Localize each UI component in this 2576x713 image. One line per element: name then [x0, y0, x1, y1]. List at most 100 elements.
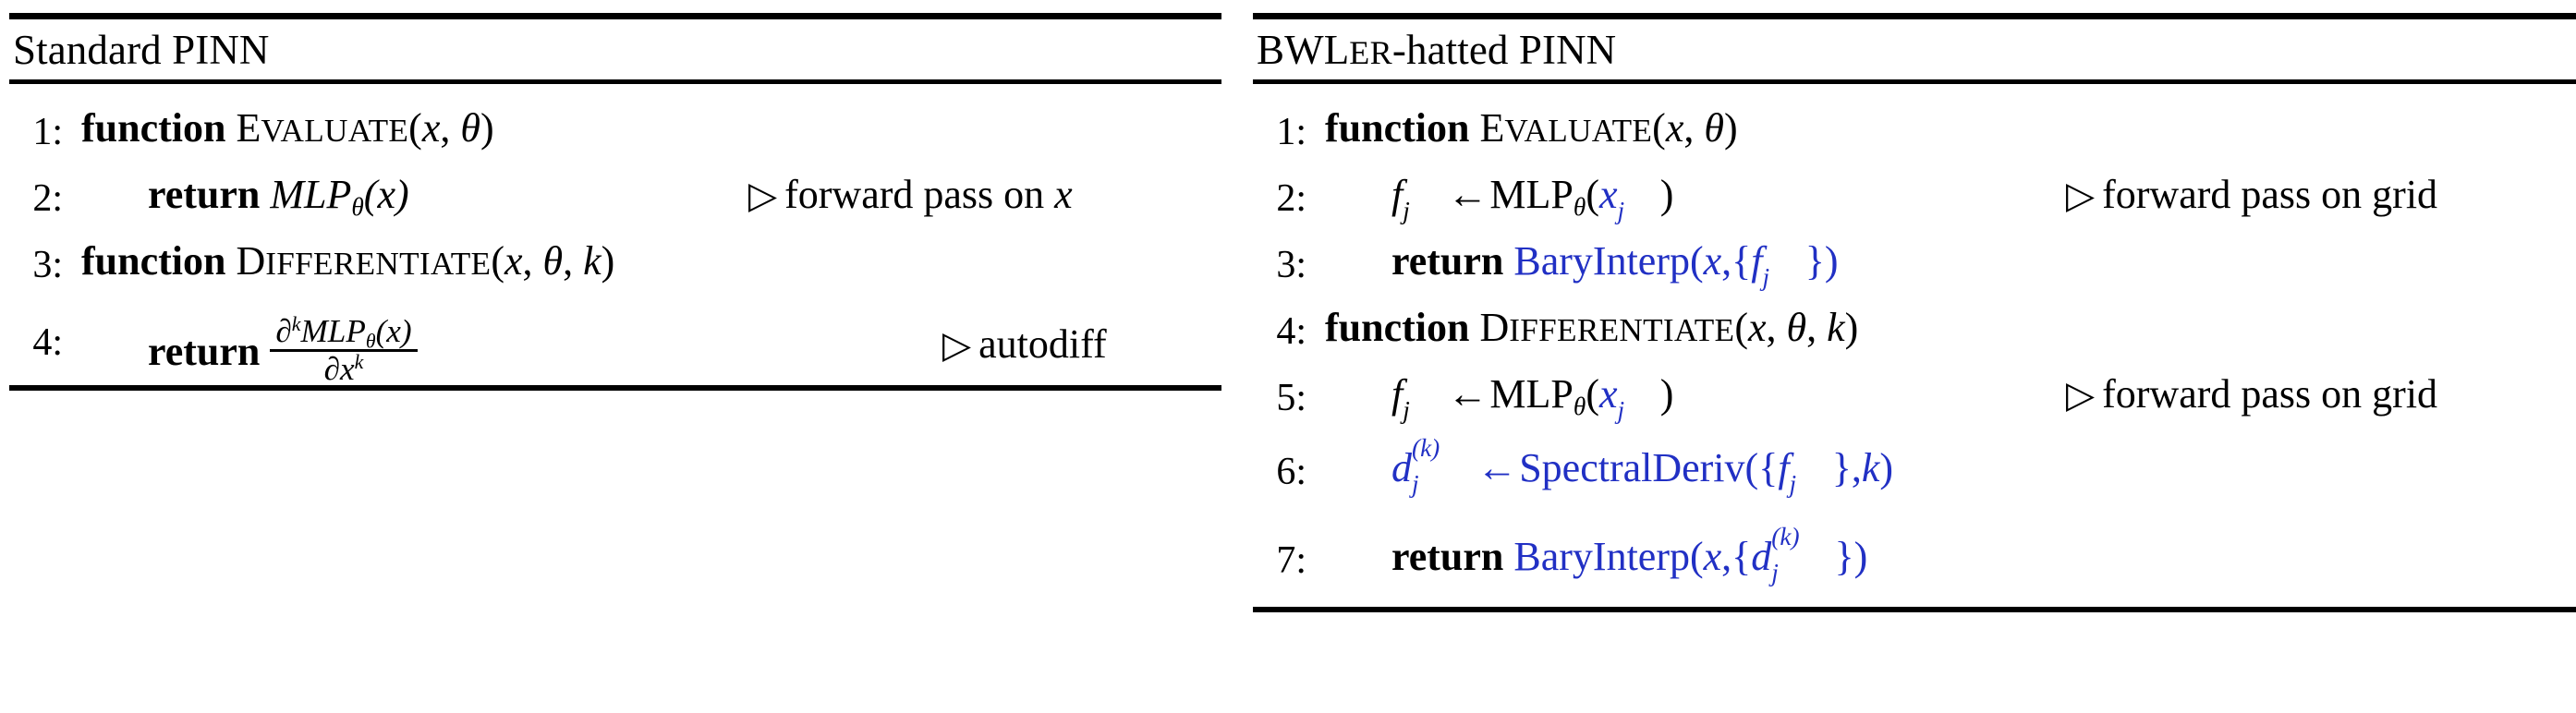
right-line-5-comment: ▷forward pass on grid — [2066, 370, 2437, 417]
right-line-3-brace-close: } — [1804, 238, 1825, 284]
right-line-3-comma: , — [1721, 238, 1732, 284]
fraction-numerator: ∂kMLPθ(x) — [270, 313, 418, 353]
right-line-4: 4: function DIFFERENTIATE(x, θ, k) — [1253, 296, 2576, 363]
right-line-1-comma: , — [1683, 105, 1705, 151]
left-line-4-comment-text: autodiff — [978, 321, 1107, 367]
right-title-caps: BWL — [1257, 27, 1350, 73]
right-line-6-lhs-sup: (k) — [1412, 433, 1440, 462]
right-line-1: 1: function EVALUATE(x, θ) — [1253, 97, 2576, 163]
right-line-5-paren-close: ) — [1659, 371, 1674, 417]
left-line-3-procname-rest: IFFERENTIATE — [265, 246, 492, 282]
right-line-7-paren-open: ( — [1689, 534, 1704, 579]
left-algorithm-title: Standard PINN — [13, 27, 270, 73]
right-line-2-paren-close: ) — [1659, 172, 1674, 217]
right-line-6-lhs-sub: j — [1412, 470, 1419, 499]
right-line-3-set-base: f — [1751, 238, 1763, 284]
right-line-4-paren-open: ( — [1734, 305, 1748, 350]
right-line-6-arrow-icon: ← — [1476, 445, 1518, 490]
left-line-4-keyword: return — [148, 329, 261, 375]
right-line-6-brace-open: { — [1758, 445, 1779, 490]
right-line-1-arg-theta: θ — [1704, 105, 1724, 151]
left-line-1: 1: function EVALUATE(x, θ) — [9, 97, 1221, 163]
right-header-rule — [1253, 79, 2576, 84]
left-line-4-derivative-fraction: ∂kMLPθ(x)∂xk — [270, 313, 418, 387]
left-line-4-comment: ▷autodiff — [942, 320, 1107, 368]
right-line-2-theta-sub: θ — [1573, 193, 1586, 222]
right-line-7-brace-open: { — [1732, 534, 1752, 579]
right-line-3-paren-open: ( — [1689, 238, 1704, 284]
right-line-4-procname-cap: D — [1479, 305, 1510, 350]
right-line-7-brace-close: } — [1834, 534, 1854, 579]
left-line-1-procname: EVALUATE — [236, 105, 408, 151]
right-line-4-comma-1: , — [1766, 305, 1787, 350]
right-line-7-comma: , — [1721, 534, 1732, 579]
left-line-2-mlp: MLP — [270, 172, 352, 217]
left-line-3: 3: function DIFFERENTIATE(x, θ, k) — [9, 230, 1221, 296]
right-line-6-arg-k: k — [1861, 445, 1880, 490]
left-line-3-arg-theta: θ — [542, 238, 564, 284]
left-line-1-body: function EVALUATE(x, θ) — [81, 104, 494, 151]
denominator-x: x — [340, 351, 355, 388]
right-line-7-paren-close: ) — [1853, 534, 1868, 579]
left-line-1-number: 1: — [32, 111, 63, 153]
numerator-theta-sub: θ — [365, 330, 376, 353]
left-line-3-comma-1: , — [522, 238, 543, 284]
partial-symbol-numerator: ∂ — [275, 313, 292, 349]
left-bottom-rule — [9, 385, 1221, 391]
right-line-1-body: function EVALUATE(x, θ) — [1325, 104, 1738, 151]
left-line-3-procname-cap: D — [236, 238, 266, 284]
right-line-3-arg-x: x — [1703, 238, 1722, 284]
left-top-rule — [9, 13, 1221, 19]
right-line-3-keyword: return — [1391, 238, 1504, 284]
right-line-1-keyword: function — [1325, 105, 1470, 151]
right-line-6-set-base: f — [1778, 445, 1790, 490]
right-line-1-paren-open: ( — [1652, 105, 1666, 151]
right-line-4-procname: DIFFERENTIATE — [1479, 305, 1734, 350]
right-line-5-arg-sub: j — [1617, 396, 1625, 425]
right-line-6-set-sub: j — [1789, 470, 1797, 499]
right-line-1-arg-x: x — [1665, 105, 1684, 151]
right-line-2-arrow-icon: ← — [1447, 172, 1488, 217]
right-line-3-baryinterp-call: BaryInterp — [1513, 238, 1690, 284]
right-line-1-paren-close: ) — [1723, 105, 1738, 151]
left-line-2-comment-text: forward pass on — [784, 172, 1055, 217]
right-line-6-lhs-base: d — [1391, 445, 1412, 490]
left-line-4-number: 4: — [32, 321, 63, 364]
comment-triangle-icon: ▷ — [942, 324, 972, 366]
right-line-5-lhs-base: f — [1391, 371, 1403, 417]
left-line-1-arg-theta: θ — [460, 105, 480, 151]
left-line-3-body: function DIFFERENTIATE(x, θ, k) — [81, 237, 614, 284]
right-line-5-mlp: MLP — [1489, 371, 1574, 417]
left-line-2-arg: (x) — [363, 172, 409, 217]
comment-triangle-icon: ▷ — [2066, 175, 2096, 216]
fraction-denominator: ∂xk — [270, 352, 417, 386]
right-line-1-procname: EVALUATE — [1479, 105, 1652, 151]
right-line-1-procname-cap: E — [1479, 105, 1505, 151]
left-line-3-arg-x: x — [504, 238, 523, 284]
left-line-1-paren-open: ( — [408, 105, 422, 151]
right-line-4-arg-theta: θ — [1786, 305, 1807, 350]
numerator-arg: (x) — [375, 313, 412, 349]
left-header-rule — [9, 79, 1221, 84]
right-line-2-paren-open: ( — [1586, 172, 1599, 217]
left-line-3-paren-open: ( — [491, 238, 504, 284]
right-line-7-keyword: return — [1391, 534, 1504, 579]
right-line-7-set-sup: (k) — [1771, 522, 1800, 550]
right-line-4-keyword: function — [1325, 305, 1470, 350]
left-line-3-paren-close: ) — [601, 238, 615, 284]
right-line-5-number: 5: — [1276, 377, 1306, 419]
